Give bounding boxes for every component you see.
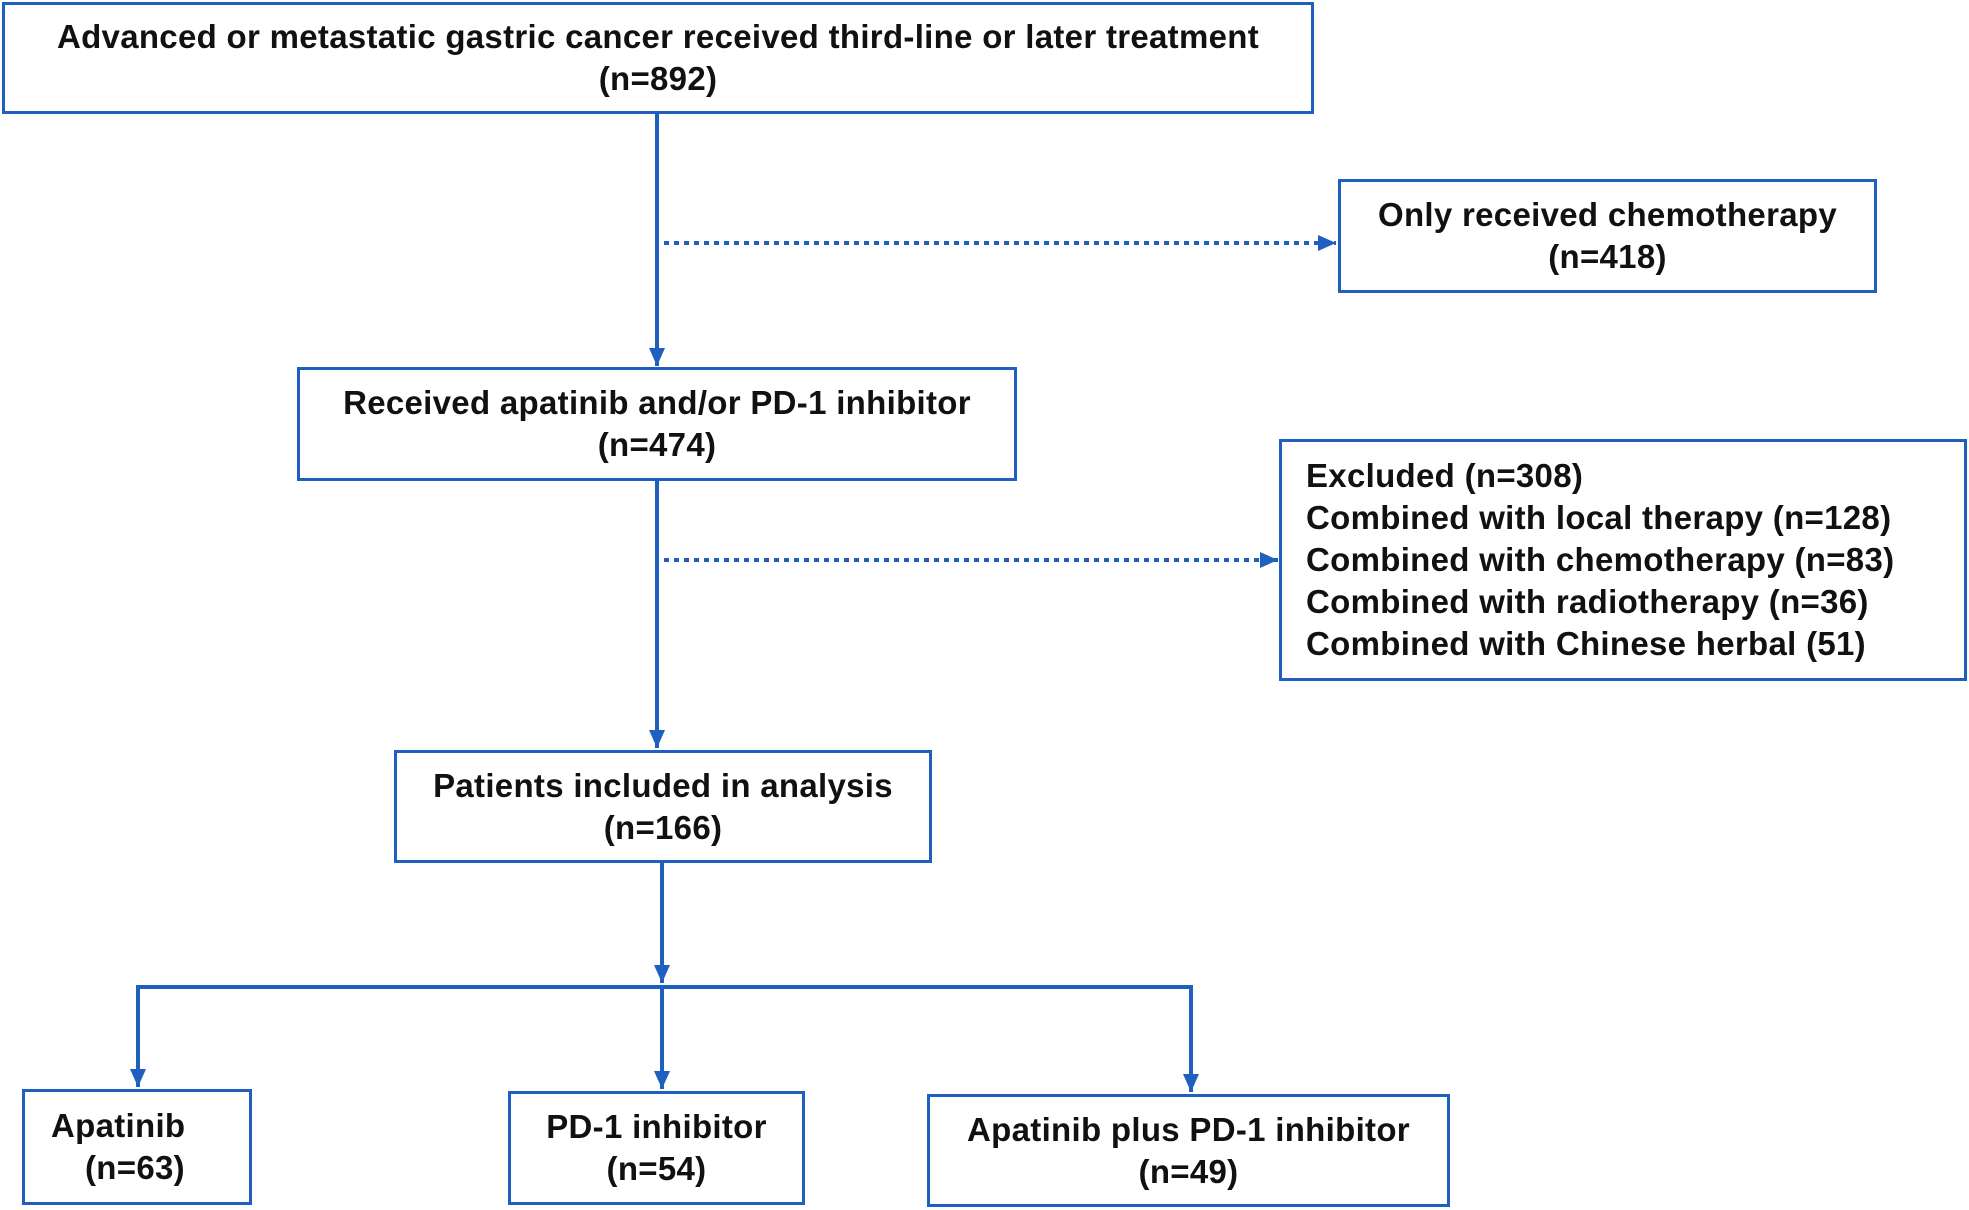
included-count: (n=166) xyxy=(603,808,723,846)
included-title: Patients included in analysis xyxy=(433,766,893,804)
excluded-line-chemo: Combined with chemotherapy (n=83) xyxy=(1306,541,1895,578)
excluded-line-herbal: Combined with Chinese herbal (51) xyxy=(1306,625,1866,662)
pd1-box: PD-1 inhibitor (n=54) xyxy=(508,1091,805,1205)
start-box: Advanced or metastatic gastric cancer re… xyxy=(2,2,1314,114)
excluded-line-local: Combined with local therapy (n=128) xyxy=(1306,499,1892,536)
excluded-line-radio: Combined with radiotherapy (n=36) xyxy=(1306,583,1869,620)
excluded-title: Excluded (n=308) xyxy=(1306,457,1584,494)
chemo-only-count: (n=418) xyxy=(1548,238,1667,275)
combo-box: Apatinib plus PD-1 inhibitor (n=49) xyxy=(927,1094,1450,1207)
received-box: Received apatinib and/or PD-1 inhibitor … xyxy=(297,367,1017,481)
chemo-only-box: Only received chemotherapy (n=418) xyxy=(1338,179,1877,293)
pd1-title: PD-1 inhibitor xyxy=(546,1108,767,1145)
start-title: Advanced or metastatic gastric cancer re… xyxy=(56,18,1260,55)
received-title: Received apatinib and/or PD-1 inhibitor xyxy=(343,384,971,421)
combo-title: Apatinib plus PD-1 inhibitor xyxy=(967,1110,1410,1148)
combo-count: (n=49) xyxy=(1138,1152,1239,1190)
start-count: (n=892) xyxy=(598,60,718,97)
pd1-count: (n=54) xyxy=(606,1150,707,1187)
apatinib-title: Apatinib xyxy=(51,1107,186,1144)
chemo-only-title: Only received chemotherapy xyxy=(1378,196,1837,233)
apatinib-count: (n=63) xyxy=(85,1149,185,1186)
included-box: Patients included in analysis (n=166) xyxy=(394,750,932,863)
apatinib-box: Apatinib (n=63) xyxy=(22,1089,252,1205)
excluded-box: Excluded (n=308) Combined with local the… xyxy=(1279,439,1967,681)
received-count: (n=474) xyxy=(597,426,717,463)
